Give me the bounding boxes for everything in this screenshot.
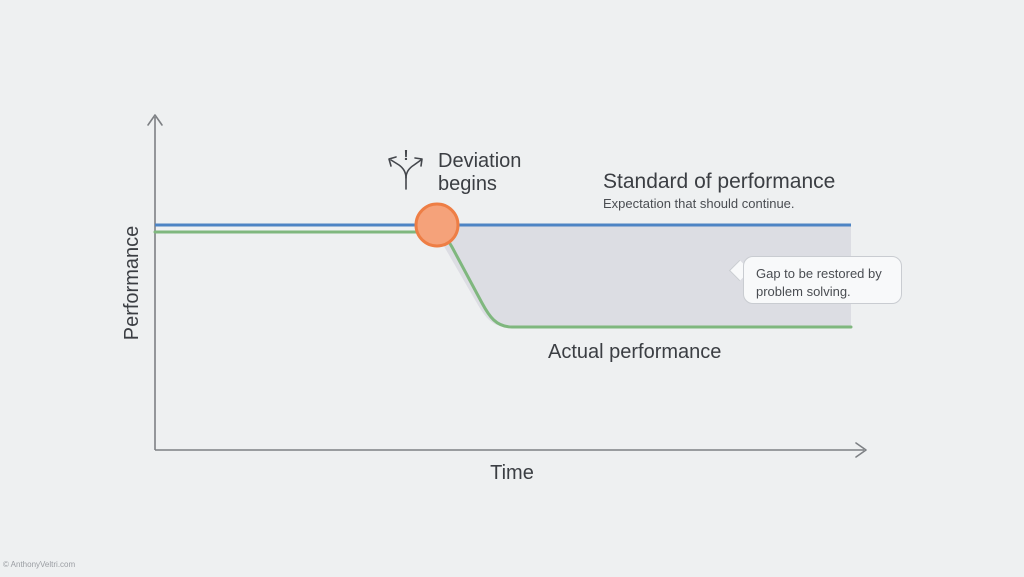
deviation-icon-mark: ! <box>404 147 409 164</box>
deviation-label-line1: Deviation <box>438 150 521 172</box>
gap-callout: Gap to be restored by problem solving. <box>743 256 902 304</box>
standard-subtitle: Expectation that should continue. <box>603 196 795 211</box>
deviation-label-line2: begins <box>438 173 497 195</box>
gap-callout-line1: Gap to be restored by <box>756 266 882 281</box>
x-axis-label: Time <box>490 462 534 484</box>
standard-title: Standard of performance <box>603 170 835 193</box>
y-axis <box>147 114 163 450</box>
watermark: © AnthonyVeltri.com <box>3 560 76 569</box>
actual-performance-label: Actual performance <box>548 341 721 363</box>
x-axis <box>155 442 867 458</box>
gap-callout-line2: problem solving. <box>756 284 851 299</box>
deviation-marker <box>414 202 460 248</box>
diverging-arrows-icon <box>388 156 423 190</box>
y-axis-label: Performance <box>121 226 143 341</box>
